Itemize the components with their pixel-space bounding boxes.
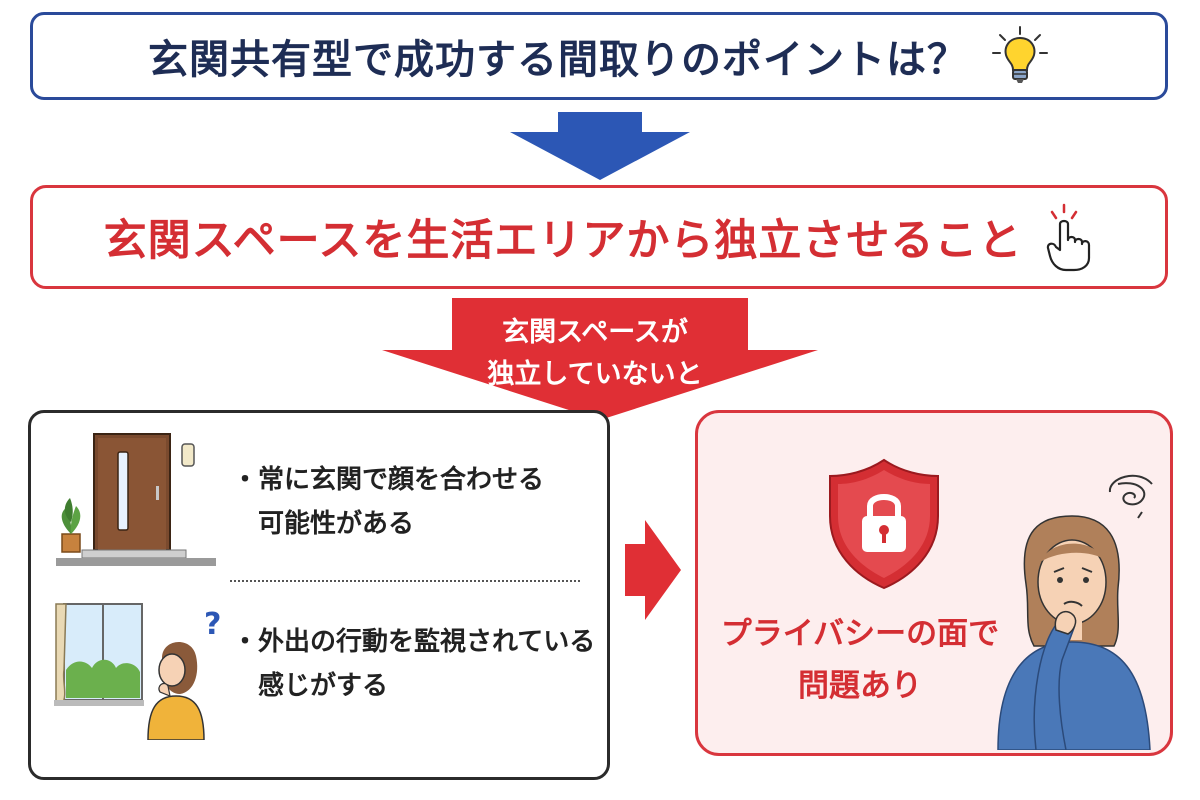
right-arrow-red	[625, 520, 681, 620]
bullet: ・	[232, 627, 259, 657]
issue-item-2: ・外出の行動を監視されている 感じがする	[232, 620, 595, 708]
result-text: プライバシーの面で 問題あり	[710, 608, 1010, 712]
worried-woman-icon	[997, 474, 1153, 750]
key-point-text: 玄関スペースを生活エリアから独立させること	[103, 216, 1023, 266]
lightbulb-icon	[992, 26, 1048, 83]
question-title: 玄関共有型で成功する間取りのポイントは？	[148, 37, 968, 83]
question-mark-icon: ?	[204, 607, 221, 642]
down-arrow-blue	[510, 112, 690, 180]
door-icon	[56, 433, 216, 566]
issue-item-1: ・常に玄関で顔を合わせる 可能性がある	[232, 458, 544, 546]
condition-line-2: 独立していないと	[487, 359, 703, 390]
window-icon: ?	[54, 603, 221, 740]
condition-label: 玄関スペースが 独立していないと	[460, 312, 730, 396]
issue-1-line-1: 常に玄関で顔を合わせる	[258, 465, 545, 495]
issue-1-line-2: 可能性がある	[258, 509, 415, 539]
dotted-divider	[230, 580, 580, 582]
down-arrow-red	[382, 298, 818, 420]
question-box: 玄関共有型で成功する間取りのポイントは？	[30, 12, 1168, 100]
shield-lock-icon	[829, 458, 939, 590]
woman-at-window-icon	[147, 641, 205, 740]
issue-2-line-1: 外出の行動を監視されている	[258, 627, 596, 657]
dizzy-swirl-icon	[1108, 474, 1153, 519]
plant-icon	[61, 498, 81, 553]
bullet: ・	[232, 465, 259, 495]
issue-2-line-2: 感じがする	[258, 671, 389, 701]
pointing-finger-icon	[1047, 203, 1091, 272]
condition-line-1: 玄関スペースが	[502, 317, 688, 348]
result-line-1: プライバシーの面で	[720, 616, 1000, 652]
result-line-2: 問題あり	[798, 668, 922, 704]
key-point-box: 玄関スペースを生活エリアから独立させること	[30, 185, 1168, 289]
